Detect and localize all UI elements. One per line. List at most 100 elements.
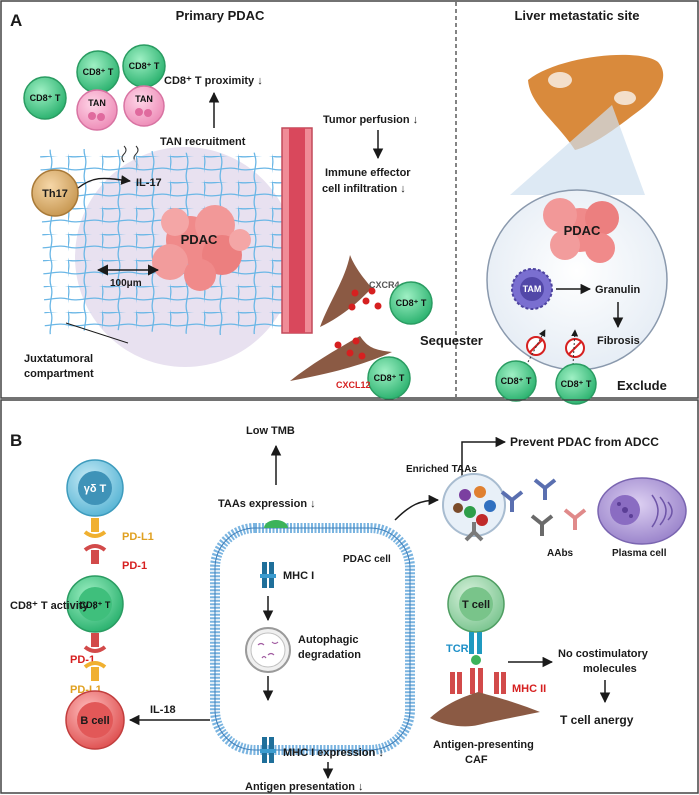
caf-cell bbox=[320, 255, 372, 327]
aabs-label: AAbs bbox=[547, 548, 574, 559]
exclude-label: Exclude bbox=[617, 378, 667, 393]
adcc-arrow bbox=[394, 494, 440, 521]
mhc-i-molecule bbox=[260, 737, 276, 763]
autophagosome bbox=[245, 627, 291, 673]
juxta-label-2: compartment bbox=[24, 368, 94, 380]
primary-pdac-tumor: PDAC bbox=[152, 205, 251, 291]
tam-cell: TAM bbox=[511, 268, 553, 310]
pd-1-receptor bbox=[83, 633, 107, 653]
cxcl12-dots bbox=[334, 287, 382, 360]
tumor-perfusion-label: Tumor perfusion ↓ bbox=[323, 114, 418, 126]
svg-text:TAM: TAM bbox=[523, 284, 542, 294]
autoantibody bbox=[500, 490, 524, 512]
scale-label: 100μm bbox=[110, 278, 142, 289]
no-costim-label-1: No costimulatory bbox=[558, 648, 649, 660]
cxcr4-label: CXCR4 bbox=[369, 280, 400, 290]
svg-text:CD8⁺ T: CD8⁺ T bbox=[80, 600, 111, 610]
autoantibody bbox=[464, 522, 484, 542]
svg-text:CD8⁺ T: CD8⁺ T bbox=[561, 379, 592, 389]
svg-text:Th17: Th17 bbox=[42, 188, 68, 200]
svg-text:CD8⁺ T: CD8⁺ T bbox=[83, 67, 114, 77]
prevent-arrow bbox=[461, 436, 507, 485]
autophagic-label-2: degradation bbox=[298, 649, 361, 661]
no-costim-label-2: molecules bbox=[583, 663, 637, 675]
pdac-cell-label: PDAC cell bbox=[343, 554, 391, 565]
apcaf-label-1: Antigen-presenting bbox=[433, 739, 534, 751]
svg-text:CD8⁺ T: CD8⁺ T bbox=[30, 93, 61, 103]
cxcl12-label: CXCL12 bbox=[336, 380, 371, 390]
il17-label: IL-17 bbox=[136, 177, 162, 189]
prevent-adcc-label: Prevent PDAC from ADCC bbox=[510, 435, 659, 449]
blood-vessel bbox=[281, 127, 313, 334]
panel-a-frame bbox=[0, 0, 699, 399]
panel-a-letter: A bbox=[10, 11, 22, 30]
stroma-mesh bbox=[40, 148, 290, 335]
liver-metastatic-title: Liver metastatic site bbox=[514, 8, 639, 23]
cd8-t-cell: CD8⁺ T bbox=[367, 356, 411, 400]
cd8-t-cell: CD8⁺ T bbox=[389, 281, 433, 325]
fibrosis-label: Fibrosis bbox=[597, 335, 640, 347]
t-cell-anergy-label: T cell anergy bbox=[560, 713, 634, 727]
cd8-activity-label: CD8⁺ T activity ↓ bbox=[10, 600, 97, 612]
autophagic-label-1: Autophagic bbox=[298, 634, 359, 646]
svg-text:γδ T: γδ T bbox=[84, 483, 107, 495]
mhc-i-label: MHC I bbox=[283, 570, 314, 582]
svg-text:T cell: T cell bbox=[462, 599, 490, 611]
liver-pdac-tumor: PDAC bbox=[543, 198, 619, 263]
panel-b-frame bbox=[0, 399, 699, 794]
tan-recruitment-label: TAN recruitment bbox=[160, 136, 246, 148]
exosome bbox=[442, 473, 506, 537]
liver-organ bbox=[528, 54, 664, 150]
il18-label: IL-18 bbox=[150, 704, 176, 716]
cd8-t-cell: CD8⁺ T bbox=[555, 363, 597, 405]
svg-text:CD8⁺ T: CD8⁺ T bbox=[396, 298, 427, 308]
taa-protein bbox=[264, 520, 288, 528]
svg-text:B cell: B cell bbox=[80, 715, 109, 727]
th17-cell: Th17 bbox=[31, 169, 79, 217]
cd8-t-cell: CD8⁺ T bbox=[76, 50, 120, 94]
svg-text:PDAC: PDAC bbox=[181, 232, 218, 247]
zoom-cone bbox=[510, 105, 645, 195]
tcr-receptor bbox=[469, 632, 482, 654]
tcr-label: TCR bbox=[446, 643, 469, 655]
autoantibody bbox=[533, 478, 557, 500]
svg-text:CD8⁺ T: CD8⁺ T bbox=[501, 376, 532, 386]
plasma-cell-label: Plasma cell bbox=[612, 548, 667, 559]
panel-b-letter: B bbox=[10, 431, 22, 450]
mhc-ii-receptor bbox=[450, 668, 506, 694]
autoantibody bbox=[530, 514, 554, 536]
pd-l1-receptor bbox=[83, 661, 107, 681]
pd-l1-receptor bbox=[83, 518, 107, 538]
taas-expression-label: TAAs expression ↓ bbox=[218, 498, 316, 510]
tan-cell: TAN bbox=[123, 85, 165, 127]
svg-text:PDAC: PDAC bbox=[564, 223, 601, 238]
sequester-label: Sequester bbox=[420, 333, 483, 348]
t-cell: T cell bbox=[447, 575, 505, 633]
tan-cell: TAN bbox=[76, 89, 118, 131]
svg-text:CD8⁺ T: CD8⁺ T bbox=[374, 373, 405, 383]
cd8-t-cell: CD8⁺ T bbox=[495, 360, 537, 402]
antigen-presentation-label: Antigen presentation ↓ bbox=[245, 781, 364, 793]
plasma-cell bbox=[597, 477, 687, 545]
enriched-taas-label: Enriched TAAs bbox=[406, 464, 477, 475]
svg-text:TAN: TAN bbox=[88, 98, 106, 108]
antigen-presenting-caf bbox=[430, 692, 540, 727]
svg-text:TAN: TAN bbox=[135, 94, 153, 104]
autoantibody bbox=[563, 508, 587, 530]
antigen-peptide bbox=[471, 655, 481, 665]
pd-l1-top-label: PD-L1 bbox=[122, 531, 154, 543]
blocked-icon bbox=[565, 338, 585, 358]
il17-arrow bbox=[77, 175, 131, 189]
immune-effector-1: Immune effector bbox=[325, 167, 411, 179]
cd8-t-cell: CD8⁺ T bbox=[66, 575, 124, 633]
immune-effector-2: cell infiltration ↓ bbox=[322, 183, 406, 195]
mhc-i-molecule bbox=[260, 562, 276, 588]
cd8-t-cell: CD8⁺ T bbox=[122, 44, 166, 88]
gamma-delta-t-cell: γδ T bbox=[66, 459, 124, 517]
juxta-label-1: Juxtatumoral bbox=[24, 353, 93, 365]
pd-1-top-label: PD-1 bbox=[122, 560, 147, 572]
b-cell: B cell bbox=[65, 690, 125, 750]
juxta-pointer bbox=[65, 322, 129, 344]
mhc-i-expression-label: MHC I expression ↓ bbox=[283, 747, 384, 759]
